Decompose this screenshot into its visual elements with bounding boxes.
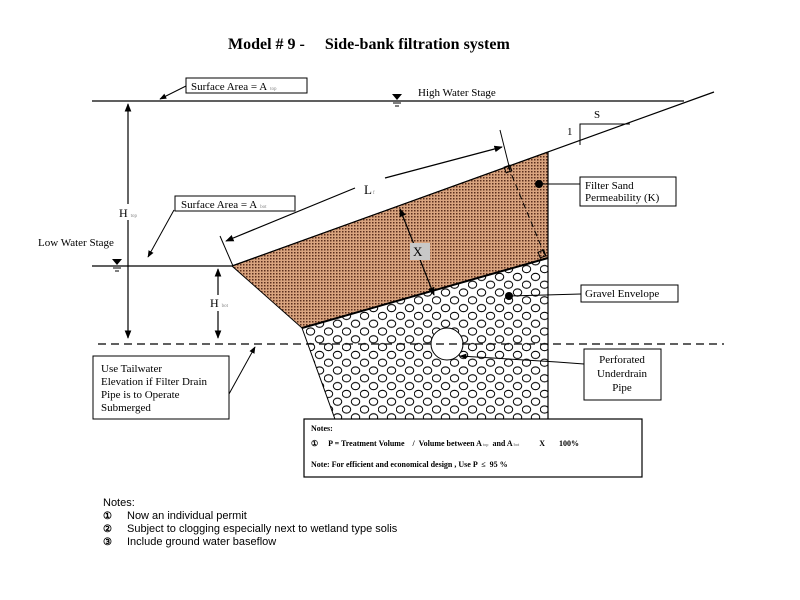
tailwater-arrow xyxy=(228,346,256,395)
water-level-icon-low xyxy=(112,259,122,272)
x-label-bg xyxy=(410,243,430,260)
formula-heading: Notes: xyxy=(311,424,333,433)
slope-1-label: 1 xyxy=(567,126,573,138)
filter-sand-box xyxy=(579,176,677,207)
bank-slope-line xyxy=(231,91,715,267)
l-dimension-left xyxy=(225,187,356,242)
note-number: ② xyxy=(103,524,112,535)
l-label: Lf xyxy=(364,182,375,197)
underdrain-label-1: Perforated xyxy=(599,354,645,366)
water-level-icon-high xyxy=(392,94,402,107)
gravel-leader xyxy=(508,293,582,297)
tailwater-label-4: Submerged xyxy=(101,402,151,414)
slope-triangle xyxy=(579,123,630,145)
surface-area-bot-box xyxy=(174,195,296,212)
tailwater-label-1: Use Tailwater xyxy=(101,363,162,375)
underdrain-pipe xyxy=(430,327,464,361)
surface-area-top-arrow xyxy=(159,85,187,100)
x-label: X xyxy=(413,244,423,259)
l-dimension-right xyxy=(384,145,503,179)
note-text: Now an individual permit xyxy=(127,510,247,522)
underdrain-box xyxy=(583,348,662,401)
gravel-envelope-box xyxy=(580,284,679,303)
tailwater-label-3: Pipe is to Operate xyxy=(101,389,180,401)
note-item: ① Now an individual permit xyxy=(103,510,397,523)
formula-note-box xyxy=(303,418,643,478)
slope-s-label: S xyxy=(594,109,600,121)
filter-depth-dashed-line xyxy=(507,165,547,259)
surface-area-bot-arrow xyxy=(147,209,175,258)
gravel-envelope-label: Gravel Envelope xyxy=(585,288,659,300)
formula-line: ① P = Treatment Volume / Volume between … xyxy=(311,439,579,448)
filter-sand-label-1: Filter Sand xyxy=(585,180,634,192)
underdrain-leader xyxy=(459,353,585,365)
right-angle-marker-top xyxy=(503,164,513,174)
note-number: ③ xyxy=(103,537,112,548)
surface-area-top-box xyxy=(185,77,308,94)
notes-section: Notes: ① Now an individual permit ② Subjec… xyxy=(103,497,397,549)
tailwater-box xyxy=(92,355,230,420)
filter-sand-label-2: Permeability (K) xyxy=(585,192,660,204)
right-angle-marker-bot xyxy=(537,249,547,259)
low-water-label: Low Water Stage xyxy=(38,237,114,249)
notes-heading: Notes: xyxy=(103,497,135,509)
l-extension-left xyxy=(219,235,234,267)
diagram-title: Model # 9 - Side-bank filtration system xyxy=(228,36,510,53)
underdrain-label-3: Pipe xyxy=(612,382,632,394)
underdrain-label-2: Underdrain xyxy=(597,368,648,380)
note-number: ① xyxy=(103,511,112,522)
note-item: ② Subject to clogging especially next to … xyxy=(103,523,397,536)
note-text: Subject to clogging especially next to w… xyxy=(127,523,398,535)
note-item: ③ Include ground water baseflow xyxy=(103,536,397,549)
l-extension-right xyxy=(499,129,511,171)
note-text: Include ground water baseflow xyxy=(127,536,277,548)
high-water-label: High Water Stage xyxy=(418,87,496,99)
tailwater-label-2: Elevation if Filter Drain xyxy=(101,376,207,388)
design-note: Note: For efficient and economical desig… xyxy=(311,460,508,469)
